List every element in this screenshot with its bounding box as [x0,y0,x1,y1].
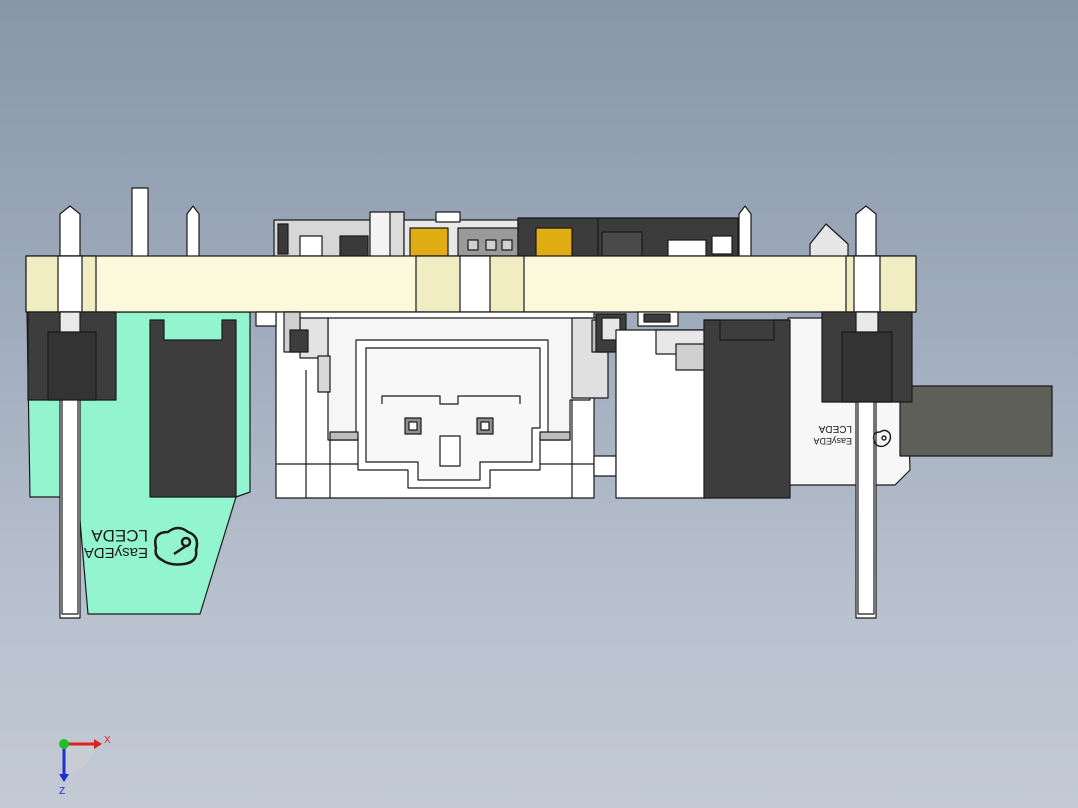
coordinate-triad: X Z [59,735,111,797]
right-dark-connector [703,319,791,499]
lceda-logo-icon [872,429,892,448]
pin-top-3 [738,205,752,259]
left-dark-connector [149,319,237,498]
right-logo: EasyEDA LCEDA [813,423,852,446]
center-right-block [593,455,617,477]
y-axis-dot [59,739,69,749]
pin-top-1 [131,187,149,259]
pin-top-2 [186,205,200,259]
right-triangle-tab [809,223,849,259]
gold-pad-right [535,227,573,259]
z-axis-label: Z [59,786,65,797]
right-logo-line2: LCEDA [818,423,852,434]
gold-pad-left [409,227,449,259]
left-logo-line1: EasyEDA [84,544,148,561]
right-cable-connector [899,385,1053,457]
x-axis-label: X [104,735,111,746]
left-logo-line2: LCEDA [91,526,148,545]
left-logo: EasyEDA LCEDA [84,526,148,561]
right-logo-line1: EasyEDA [813,436,852,446]
lceda-logo-icon [154,526,199,566]
